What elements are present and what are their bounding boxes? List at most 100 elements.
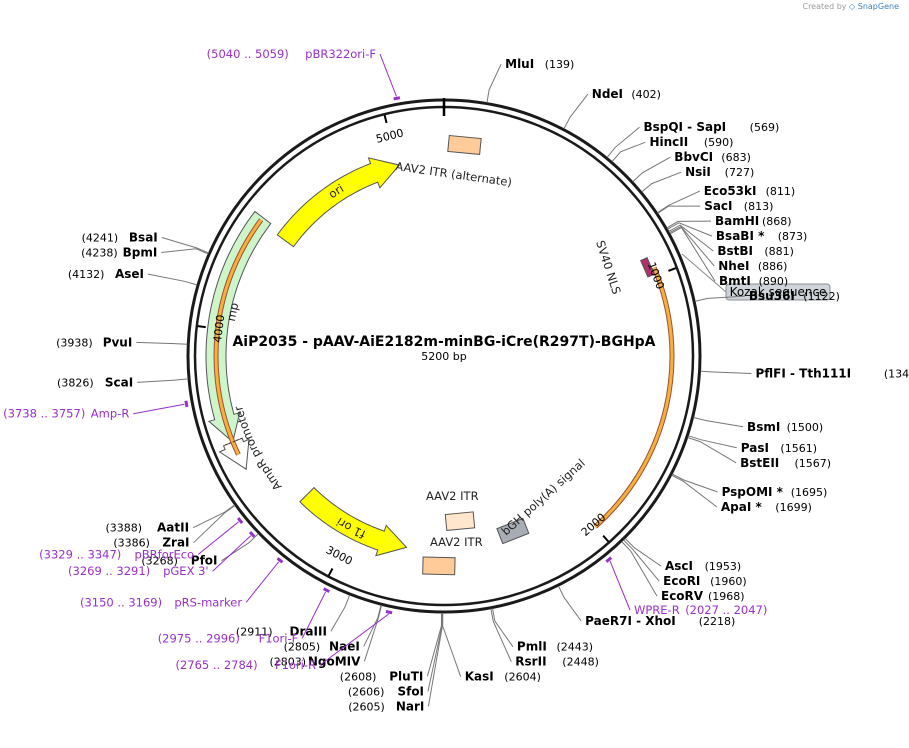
primer-wpre-r: WPRE-R(2027 .. 2047) xyxy=(605,556,767,617)
primer-leader xyxy=(609,561,631,611)
site-name: KasI xyxy=(465,670,494,684)
site-pasi: PasI(1561) xyxy=(688,435,817,455)
site-name: NsiI xyxy=(685,165,711,179)
site-leader xyxy=(442,612,462,677)
primer-leader xyxy=(197,521,239,555)
primer-name: pRS-marker xyxy=(174,595,242,609)
site-ndei: NdeI (402) xyxy=(563,87,661,129)
site-leader xyxy=(611,141,646,162)
site-position: (886) xyxy=(758,260,788,273)
site-position: (2218) xyxy=(699,615,736,628)
site-position: (683) xyxy=(721,151,751,164)
site-leader xyxy=(641,171,682,193)
site-name: ApaI * xyxy=(721,500,763,514)
feature-box-sv40-nls xyxy=(640,257,655,278)
tick-label-2000: 2000 xyxy=(579,511,609,539)
site-scai: ScaI(3826) xyxy=(57,375,189,389)
site-leader xyxy=(668,224,714,252)
primer-leader xyxy=(379,53,397,97)
primer-range: (3150 .. 3169) xyxy=(80,595,162,609)
feature-box-bgh-poly-a-signal xyxy=(496,517,530,545)
site-position: (2604) xyxy=(504,671,541,684)
site-hincii: HincII(590) xyxy=(611,135,734,162)
snapgene-credit: Created by ◇ SnapGene xyxy=(802,2,899,11)
site-apai-: ApaI * (1699) xyxy=(671,474,812,514)
primer-range: (3269 .. 3291) xyxy=(68,564,150,578)
ampr-boundary xyxy=(223,437,243,447)
feature-arrow-f1-ori xyxy=(299,486,408,557)
site-name: EcoRI xyxy=(663,574,700,588)
site-position: (2803) xyxy=(269,655,306,668)
feature-label-bgh-polya: bGH poly(A) signal xyxy=(499,456,588,538)
backbone xyxy=(186,98,702,614)
tick-1000 xyxy=(668,267,677,272)
site-ecori: EcoRI(1960) xyxy=(623,539,747,588)
site-name: BstBI xyxy=(717,244,753,258)
primer-range: (5040 .. 5059) xyxy=(207,47,289,61)
site-name: SfoI xyxy=(397,684,424,698)
site-position: (1500) xyxy=(787,421,824,434)
plasmid-name: AiP2035 - pAAV-AiE2182m-minBG-iCre(R297T… xyxy=(232,334,655,350)
primer-name: Amp-R xyxy=(91,407,130,421)
site-leader xyxy=(137,378,189,383)
site-leader xyxy=(666,220,712,229)
site-leader xyxy=(623,539,660,582)
primer-range: (2027 .. 2047) xyxy=(685,603,767,617)
site-pfoi: PfoI(3268) xyxy=(141,533,259,568)
primer-f1ori-f: F1ori-F(2975 .. 2996) xyxy=(158,587,330,645)
site-leader xyxy=(363,605,383,662)
site-name: SacI xyxy=(704,199,732,213)
primer-mark xyxy=(276,557,284,564)
site-eco53ki: Eco53kI(811) xyxy=(657,184,795,214)
site-leader xyxy=(427,612,443,692)
site-rsrii: RsrII(2448) xyxy=(490,608,599,669)
site-position: (3826) xyxy=(57,376,94,389)
site-position: (402) xyxy=(631,88,661,101)
site-kasi: KasI (2604) xyxy=(442,612,541,684)
site-position: (2605) xyxy=(348,700,385,713)
site-leader xyxy=(632,156,671,183)
site-name: PasI xyxy=(741,441,769,455)
site-bsmi: BsmI (1500) xyxy=(693,417,824,434)
site-bpmi: BpmI(4238) xyxy=(81,245,209,259)
site-position: (1349) xyxy=(884,368,909,381)
site-nsii: NsiI(727) xyxy=(641,165,754,193)
site-position: (868) xyxy=(762,215,792,228)
site-leader xyxy=(192,504,235,529)
feature-box-aav2-itr xyxy=(444,511,476,532)
primer-range: (3738 .. 3757) xyxy=(3,407,85,421)
site-zrai: ZraI(3386) xyxy=(113,505,236,550)
tick-3000 xyxy=(327,568,334,577)
kozak-leader xyxy=(681,253,727,293)
primer-leader xyxy=(301,591,327,639)
site-position: (2606) xyxy=(348,685,385,698)
tick-4000 xyxy=(197,325,206,329)
primer-leader xyxy=(245,561,280,603)
primer-leader xyxy=(212,535,252,572)
site-position: (1122) xyxy=(803,290,840,303)
primer-mark xyxy=(322,587,330,593)
site-leader xyxy=(657,190,701,214)
site-mlui: MluI(139) xyxy=(486,57,574,103)
primer-leader xyxy=(133,403,185,415)
site-leader xyxy=(486,63,502,103)
site-asci: AscI(1953) xyxy=(624,538,741,573)
site-bsai: BsaI(4241) xyxy=(82,230,209,254)
site-leader xyxy=(669,225,715,267)
feature-label-aav2-itr-2: AAV2 ITR xyxy=(430,535,483,549)
site-name: BsmI xyxy=(747,420,780,434)
primer-prs-marker: pRS-marker (3150 .. 3169) xyxy=(80,557,284,609)
site-name: AseI xyxy=(115,267,144,281)
site-name: EcoRV xyxy=(661,589,704,603)
primer-name: pBRforEco xyxy=(134,547,194,561)
site-ecorv: EcoRV(1968) xyxy=(621,541,745,603)
site-name: NdeI xyxy=(592,87,623,101)
site-position: (1699) xyxy=(775,501,812,514)
site-leader xyxy=(427,613,443,707)
site-position: (590) xyxy=(704,136,734,149)
plasmid-size: 5200 bp xyxy=(421,350,466,363)
primer-mark xyxy=(393,96,401,101)
tick-5000 xyxy=(383,114,388,124)
